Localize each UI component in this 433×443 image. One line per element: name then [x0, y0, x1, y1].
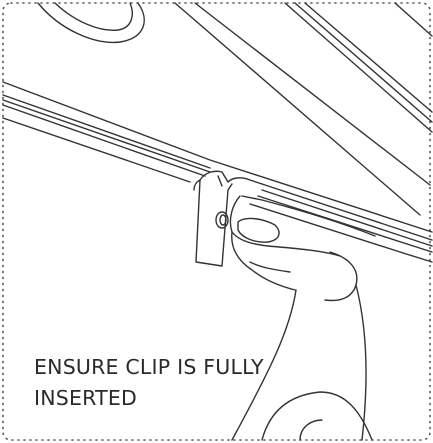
instruction-caption: ENSURE CLIP IS FULLY INSERTED — [34, 352, 294, 414]
upper-panel-rail-3 — [304, 2, 433, 113]
rail-right-line-1 — [261, 183, 433, 241]
clip-plate — [195, 179, 233, 267]
rail-top-line — [2, 81, 433, 233]
rail-bottom-line — [2, 117, 191, 183]
clip-hole — [215, 211, 229, 229]
upper-panel-rail-4 — [394, 2, 433, 37]
clip-hole-inner — [219, 214, 227, 226]
palm-crease — [249, 261, 291, 273]
upper-panel-edge — [174, 2, 421, 216]
upper-panel-rail-1 — [284, 2, 433, 133]
rail-line-2 — [2, 94, 211, 169]
sleeve-edge — [261, 391, 373, 441]
caption-line-1: ENSURE CLIP IS FULLY — [34, 355, 264, 379]
clip-hook — [199, 170, 263, 185]
upper-fixture-curve — [37, 2, 145, 44]
clip-hook-inner — [217, 175, 223, 187]
wrist-right — [355, 284, 367, 441]
rail-right-bottom — [249, 203, 433, 263]
upper-panel-edge-2 — [194, 2, 431, 186]
caption-line-2: INSERTED — [34, 386, 137, 410]
upper-panel-rail-2 — [294, 2, 433, 123]
rail-right-line-2 — [261, 189, 433, 247]
upper-fixture-curve-inner — [54, 2, 133, 31]
thumb-outline — [229, 195, 341, 257]
wrist-left — [231, 289, 297, 441]
clip-plate-side — [193, 179, 201, 191]
rail-line-3 — [2, 99, 211, 173]
knuckle-curve — [324, 251, 358, 302]
rail-line-4 — [2, 104, 206, 177]
thumb-top — [241, 195, 376, 237]
rail-right-line-3 — [257, 195, 433, 253]
palm-left-edge — [231, 231, 296, 291]
thumbnail — [237, 217, 280, 243]
sleeve-fold — [299, 419, 323, 441]
